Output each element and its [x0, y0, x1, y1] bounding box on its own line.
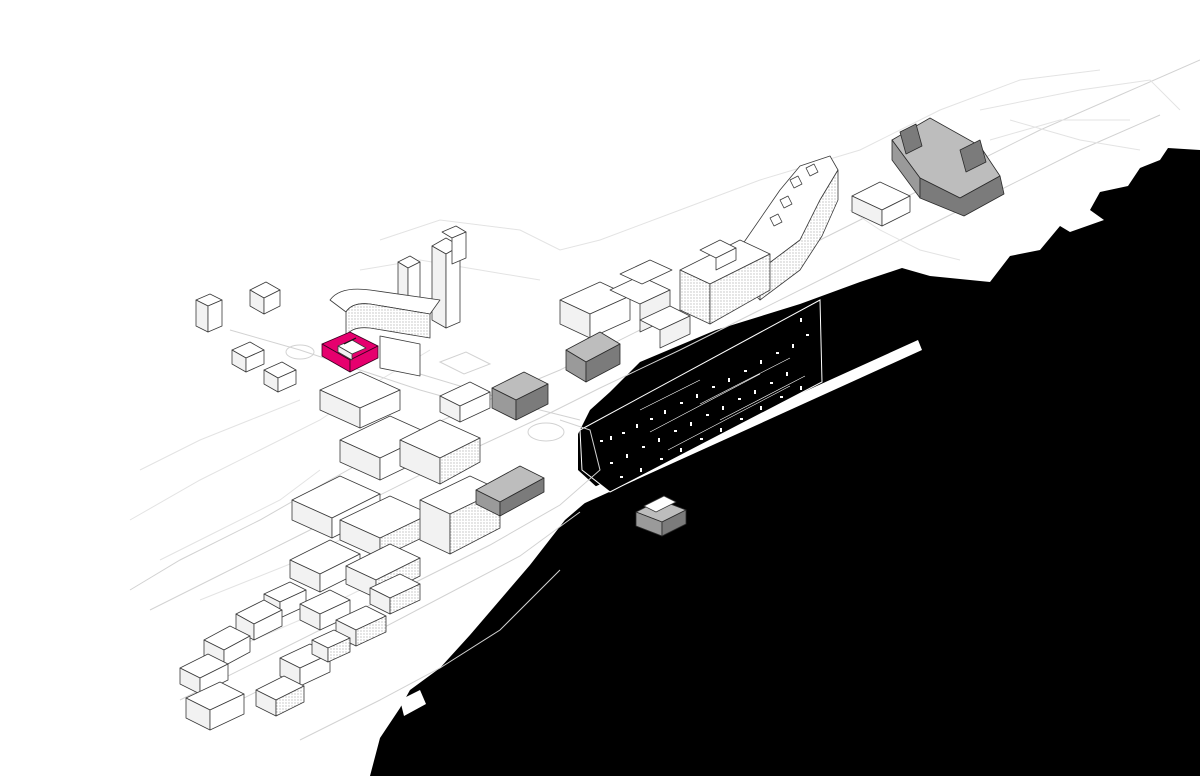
parking-markings — [600, 318, 809, 478]
plaza — [438, 351, 492, 375]
curved-block — [329, 288, 441, 377]
tall-blocks — [397, 225, 467, 329]
existing-building-south — [475, 465, 545, 517]
quay-notch — [400, 690, 426, 716]
existing-building-fortress — [891, 117, 1005, 217]
existing-building-center — [491, 371, 549, 421]
parking-quay — [579, 299, 823, 493]
existing-building-oval — [565, 331, 621, 383]
ferry-building — [635, 495, 687, 537]
fortress-outbuilding — [851, 181, 911, 227]
block-cluster-north — [559, 259, 691, 349]
waterfront-row — [679, 239, 771, 325]
water-harbour — [370, 148, 1200, 776]
west-cluster — [195, 281, 297, 393]
highlighted-building — [321, 331, 379, 373]
